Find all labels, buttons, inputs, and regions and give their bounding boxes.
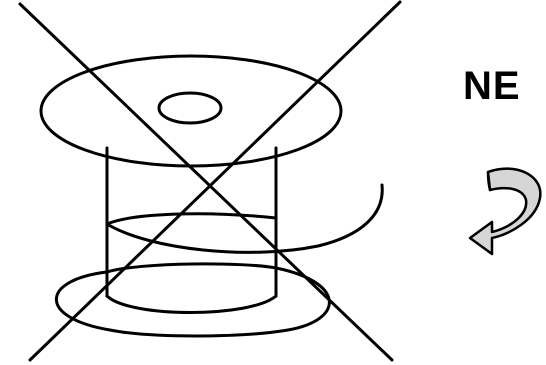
spool-center-hole [159,93,221,123]
rotate-arrow-ribbon [470,169,540,254]
spool-bottom-flange-back [107,264,276,272]
thread-spool-icon [41,56,382,336]
spool-body-bottom [107,296,276,313]
spool-thread-back [107,214,276,224]
rotate-arrow-icon [470,169,540,254]
spool-top-flange [41,56,341,166]
ne-label: NE [463,66,521,106]
spool-bottom-flange [56,268,329,336]
